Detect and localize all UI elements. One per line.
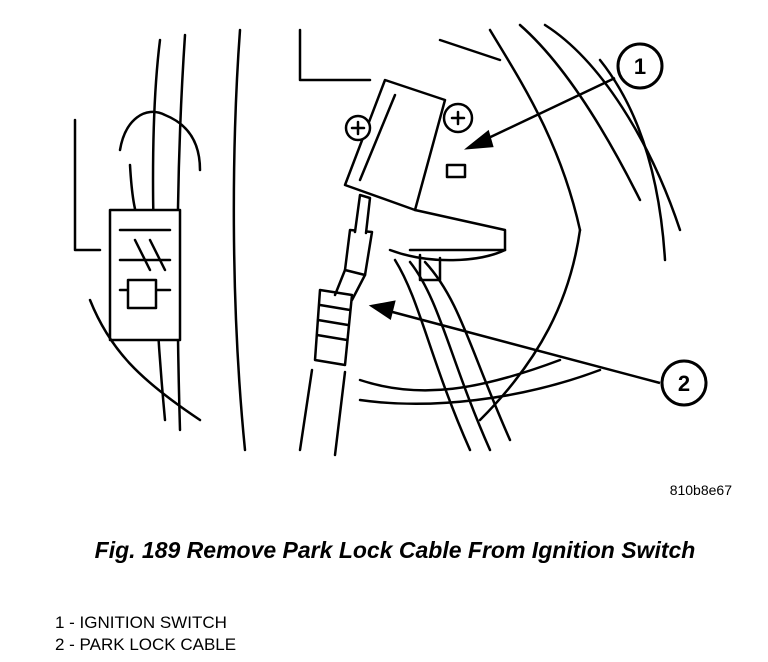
callout-1-number: 1 xyxy=(634,54,646,79)
legend-item-park-lock-cable: 2 - PARK LOCK CABLE xyxy=(55,635,237,654)
callout-2: 2 xyxy=(660,359,708,407)
callout-1-leader xyxy=(479,76,616,144)
callout-2-leader xyxy=(384,308,661,385)
ignition-switch-illustration: 1 2 xyxy=(73,23,708,457)
callout-legend: 1 - IGNITION SWITCH 2 - PARK LOCK CABLE xyxy=(55,612,236,656)
callout-1: 1 xyxy=(616,42,664,90)
callout-2-number: 2 xyxy=(678,371,690,396)
figure-caption: Fig. 189 Remove Park Lock Cable From Ign… xyxy=(94,537,696,563)
legend-item-ignition-switch: 1 - IGNITION SWITCH xyxy=(55,613,227,632)
figure-reference-code: 810b8e67 xyxy=(669,482,732,498)
